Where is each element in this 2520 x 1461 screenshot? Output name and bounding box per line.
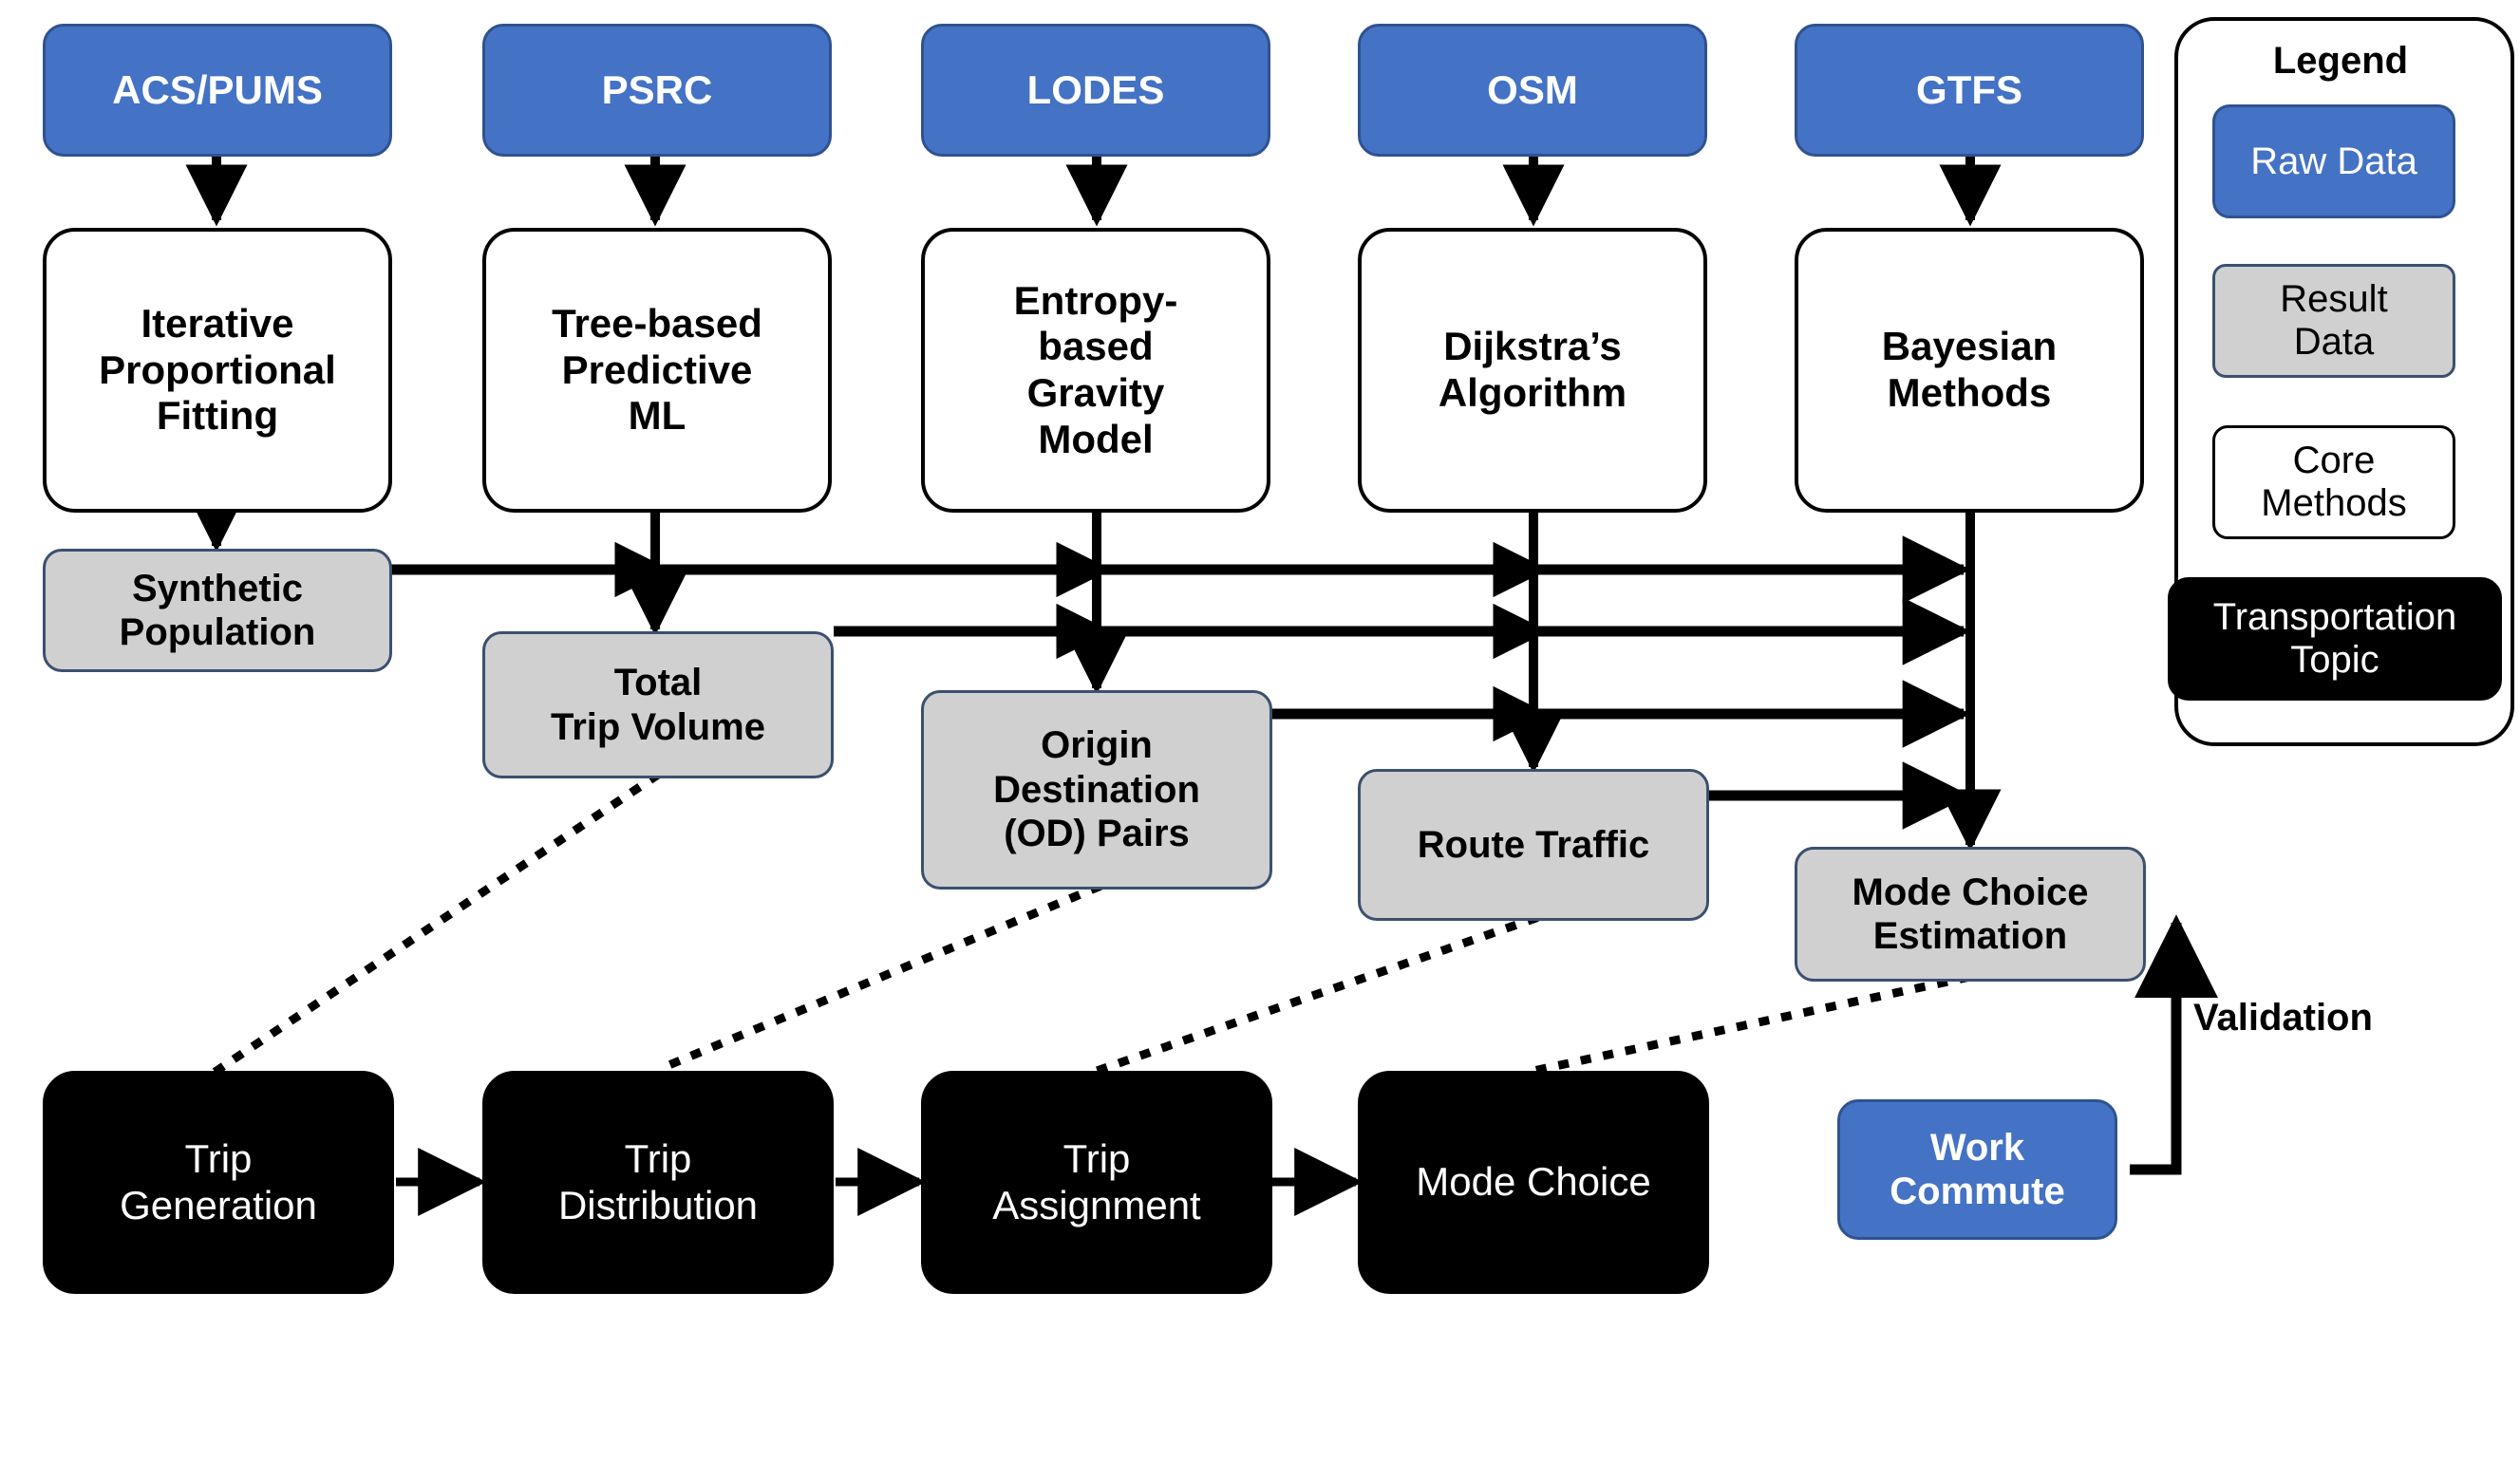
raw-data-acs-pums[interactable]: ACS/PUMS [43,24,392,157]
raw-data-psrc[interactable]: PSRC [482,24,832,157]
result-data-total-trip-volume[interactable]: Total Trip Volume [482,631,834,778]
core-method-tree-based-predictive-ml[interactable]: Tree-based Predictive ML [482,228,832,513]
legend-item-raw-data: Raw Data [2212,104,2455,218]
transportation-topic-trip-distribution[interactable]: Trip Distribution [482,1071,834,1294]
raw-data-osm[interactable]: OSM [1358,24,1707,157]
legend-item-core-methods: Core Methods [2212,425,2455,539]
core-method-entropy-based-gravity-model[interactable]: Entropy- based Gravity Model [921,228,1270,513]
edge-label-validation: Validation [2193,997,2373,1039]
crossing-arrowheads [608,541,1549,742]
outcome-work-commute[interactable]: Work Commute [1837,1099,2117,1240]
result-to-topic-dotted-links [210,770,1971,1077]
result-data-synthetic-population[interactable]: Synthetic Population [43,549,392,672]
core-method-dijkstras-algorithm[interactable]: Dijkstra’s Algorithm [1358,228,1707,513]
transportation-topic-trip-assignment[interactable]: Trip Assignment [921,1071,1272,1294]
core-method-bayesian-methods[interactable]: Bayesian Methods [1795,228,2144,513]
legend-item-result-data: Result Data [2212,264,2455,378]
transportation-topic-trip-generation[interactable]: Trip Generation [43,1071,394,1294]
result-data-mode-choice-estimation[interactable]: Mode Choice Estimation [1795,847,2146,982]
raw-data-lodes[interactable]: LODES [921,24,1270,157]
core-method-iterative-proportional-fitting[interactable]: Iterative Proportional Fitting [43,228,392,513]
raw-data-gtfs[interactable]: GTFS [1795,24,2144,157]
result-data-origin-destination-pairs[interactable]: Origin Destination (OD) Pairs [921,690,1272,890]
result-data-route-traffic[interactable]: Route Traffic [1358,769,1709,921]
legend-item-transportation-topic: Transportation Topic [2168,577,2502,701]
legend-title: Legend [2272,40,2409,82]
transportation-topic-mode-choice[interactable]: Mode Choice [1358,1071,1709,1294]
validation-loop [2130,914,2218,1175]
